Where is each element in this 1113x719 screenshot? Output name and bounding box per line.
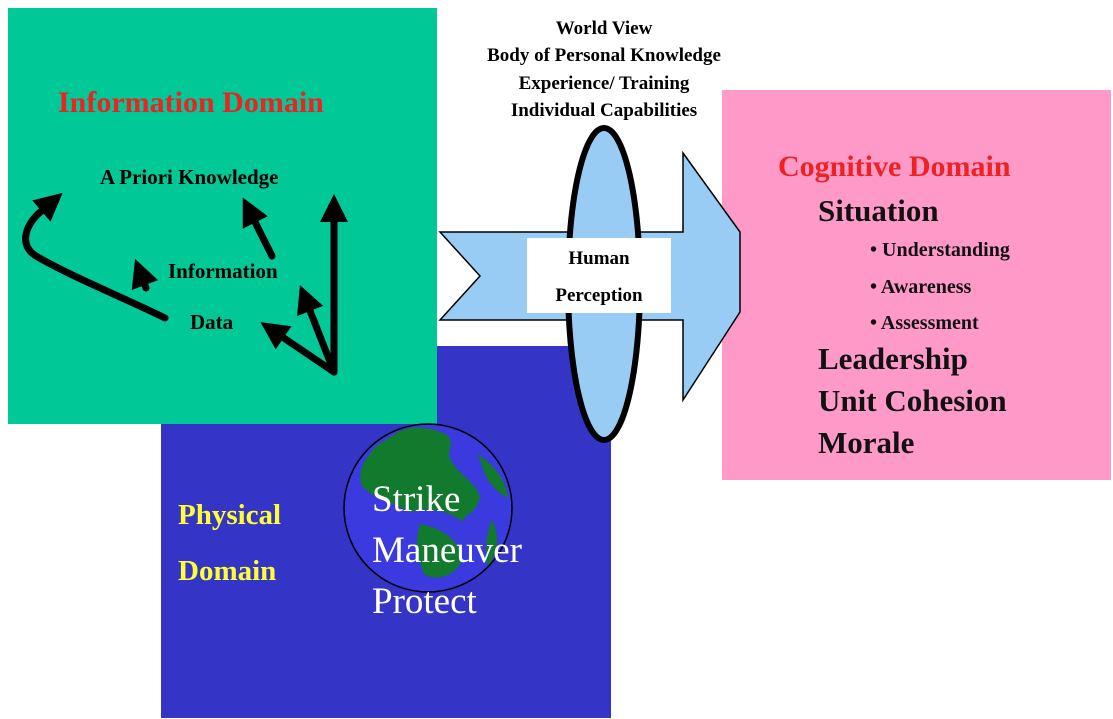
perception-label-line1: Human [568,248,630,269]
perception-label-box [527,238,671,313]
a-priori-knowledge-label: A Priori Knowledge [100,165,279,189]
globe-icon [343,423,513,593]
maneuver-label: Maneuver [372,530,522,571]
experience-training-label: Experience/ Training [518,73,690,94]
cognitive-domain-title: Cognitive Domain [778,150,1011,183]
cognitive-domain-box [722,90,1111,480]
information-domain-box [8,8,437,424]
individual-capabilities-label: Individual Capabilities [510,100,698,121]
physical-domain-title-line1: Physical [178,499,282,531]
body-of-knowledge-label: Body of Personal Knowledge [487,45,721,66]
curved-arrow-loop [22,192,169,322]
information-domain-title: Information Domain [58,86,324,119]
arrow-data-to-information [131,258,159,292]
leadership-label: Leadership [818,341,968,376]
bullet-awareness: • Awareness [870,276,972,298]
bullet-assessment: • Assessment [870,312,979,334]
morale-label: Morale [818,425,915,460]
perception-label-line2: Perception [555,285,643,306]
arrow-to-data [260,322,338,376]
situation-label: Situation [818,193,939,228]
bullet-understanding: • Understanding [870,239,1010,261]
information-label: Information [168,259,278,283]
information-arrows [22,192,348,376]
protect-label: Protect [372,581,477,622]
data-label: Data [190,310,234,334]
physical-domain-title-line2: Domain [178,555,277,587]
arrow-to-a-priori-knowledge [242,197,276,260]
unit-cohesion-label: Unit Cohesion [818,383,1007,418]
arrow-to-information [297,284,338,376]
strike-label: Strike [372,479,461,520]
world-view-label: World View [555,18,653,39]
